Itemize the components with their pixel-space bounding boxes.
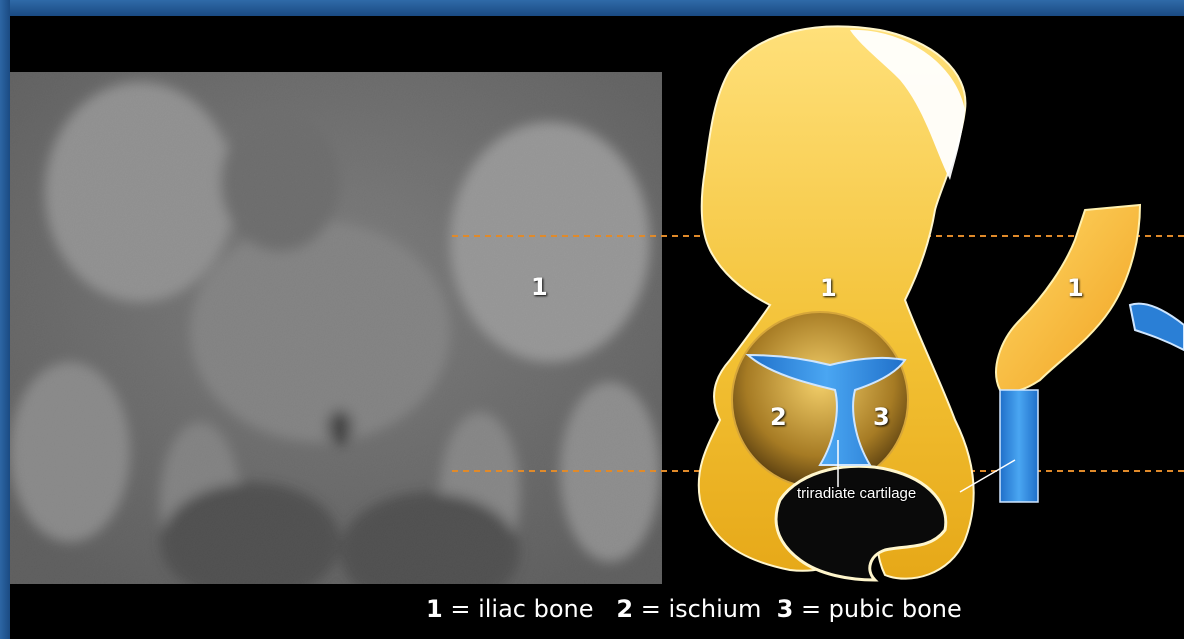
xray-label-1: 1 [531, 273, 548, 301]
side-label-1: 1 [1067, 274, 1084, 302]
pelvis-label-2: 2 [770, 403, 787, 431]
legend-number-1: 1 [426, 595, 443, 623]
pelvis-label-1: 1 [820, 274, 837, 302]
legend-text-2: = ischium [641, 595, 762, 623]
legend-caption: 1 = iliac bone 2 = ischium 3 = pubic bon… [426, 595, 1184, 623]
acetabulum-socket [732, 312, 908, 488]
legend-text-3: = pubic bone [801, 595, 962, 623]
legend-text-1: = iliac bone [450, 595, 593, 623]
legend-number-2: 2 [616, 595, 633, 623]
side-view-cartilage-upper [1130, 304, 1184, 350]
triradiate-cartilage-label: triradiate cartilage [797, 485, 916, 502]
pelvis-label-3: 3 [873, 403, 890, 431]
legend-number-3: 3 [777, 595, 794, 623]
side-view-cartilage-lower [1000, 390, 1038, 502]
